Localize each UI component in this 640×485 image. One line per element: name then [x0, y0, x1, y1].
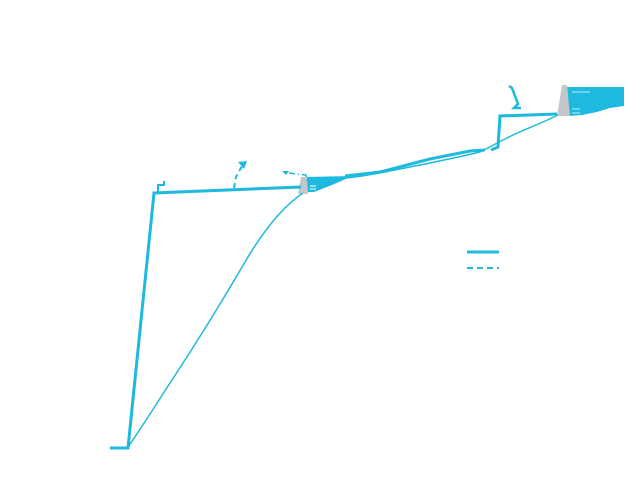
left-hook-line [157, 181, 165, 192]
secondary-tunnel-upper [344, 114, 559, 179]
secondary-tunnel-lower [127, 192, 304, 448]
main-tunnel-upper [490, 112, 558, 152]
small-intake-left [238, 161, 247, 169]
middle-dam-icon [298, 177, 308, 194]
upper-dam-icon [557, 85, 570, 116]
upper-branch-line [508, 84, 521, 110]
middle-reservoir [306, 176, 352, 192]
upper-reservoir [565, 87, 624, 116]
small-intake-middle [282, 171, 289, 175]
branch-dashed-line [233, 165, 243, 189]
main-tunnel-lower [110, 185, 302, 450]
main-tunnel-upper-tail [344, 148, 486, 178]
branch-dashdot-line [288, 172, 308, 182]
